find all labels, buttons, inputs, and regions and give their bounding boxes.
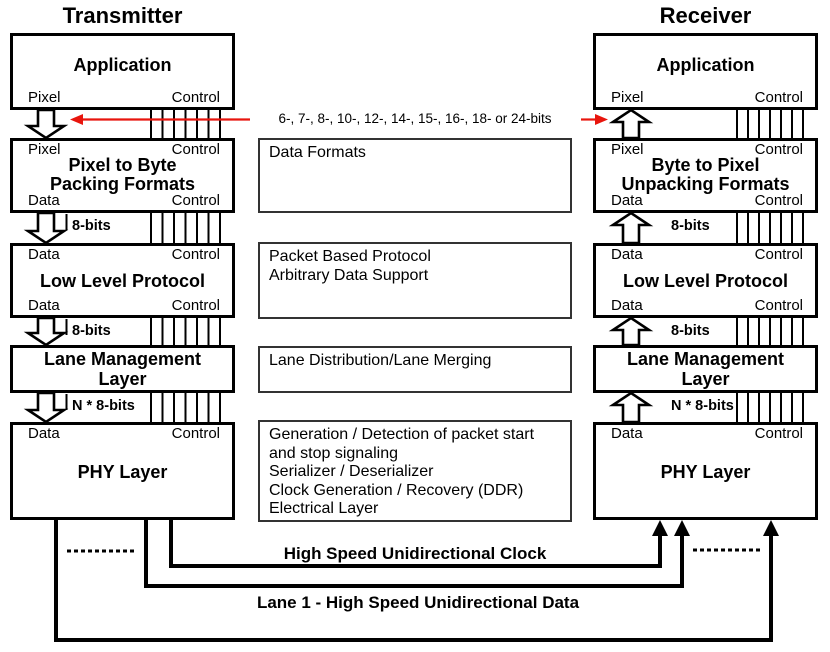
bits-range-arrowhead-right — [595, 114, 608, 125]
box-title: Low Level Protocol — [39, 271, 206, 291]
note-data-formats: Data Formats — [258, 138, 572, 213]
port-label: Data — [28, 246, 60, 263]
port-label: Pixel — [611, 141, 644, 158]
tx-low-level-protocol-box: Data Control Low Level Protocol Data Con… — [10, 243, 235, 318]
rx-control-bus — [736, 318, 804, 345]
port-label: Control — [171, 141, 220, 158]
rx-control-bus — [736, 393, 804, 422]
tx-phy-layer-box: Data Control PHY Layer — [10, 422, 235, 520]
port-label: Data — [28, 297, 60, 314]
port-label: Control — [754, 425, 803, 442]
rx-bus-width-label: 8-bits — [671, 218, 710, 234]
tx-application-box: Application Pixel Control — [10, 33, 235, 110]
tx-control-bus — [150, 318, 221, 345]
receiver-title: Receiver — [659, 3, 752, 28]
port-label: Pixel — [28, 89, 61, 106]
rx-data-up-arrow — [608, 211, 654, 245]
port-label: Control — [754, 297, 803, 314]
rx-low-level-protocol-box: Data Control Low Level Protocol Data Con… — [593, 243, 818, 318]
tx-control-bus — [150, 213, 221, 243]
rx-pixel-up-arrow — [608, 108, 654, 140]
tx-data-down-arrow — [23, 211, 69, 245]
rx-bus-width-label: 8-bits — [671, 323, 710, 339]
box-title: Byte to Pixel Unpacking Formats — [621, 155, 790, 194]
rx-data-up-arrow — [608, 391, 654, 424]
box-title: Lane Management Layer — [43, 349, 202, 389]
rx-application-box: Application Pixel Control — [593, 33, 818, 110]
port-label: Pixel — [28, 141, 61, 158]
port-label: Data — [28, 192, 60, 209]
port-label: Control — [171, 425, 220, 442]
clock-lane-arrowhead — [652, 520, 668, 536]
port-label: Data — [611, 192, 643, 209]
tx-pixel-down-arrow — [23, 108, 69, 140]
port-label: Data — [28, 425, 60, 442]
port-label: Control — [754, 246, 803, 263]
laneN-arrowhead — [763, 520, 779, 536]
box-title: PHY Layer — [660, 462, 751, 482]
port-label: Control — [171, 89, 220, 106]
note-lane-distribution: Lane Distribution/Lane Merging — [258, 346, 572, 393]
clock-lane-label: High Speed Unidirectional Clock — [283, 544, 547, 563]
lane1-arrowhead — [674, 520, 690, 536]
rx-byte-to-pixel-box: Pixel Control Byte to Pixel Unpacking Fo… — [593, 138, 818, 213]
tx-data-down-arrow — [23, 316, 69, 347]
rx-phy-layer-box: Data Control PHY Layer — [593, 422, 818, 520]
port-label: Control — [171, 192, 220, 209]
rx-bus-width-label: N * 8-bits — [671, 398, 734, 414]
port-label: Data — [611, 425, 643, 442]
bits-range-label: 6-, 7-, 8-, 10-, 12-, 14-, 15-, 16-, 18-… — [278, 111, 552, 126]
tx-bus-width-label: 8-bits — [72, 218, 111, 234]
box-title: Application — [656, 55, 755, 75]
transmitter-title: Transmitter — [62, 3, 183, 28]
box-title: PHY Layer — [77, 462, 168, 482]
tx-pixel-to-byte-box: Pixel Control Pixel to Byte Packing Form… — [10, 138, 235, 213]
tx-data-down-arrow — [23, 391, 69, 424]
rx-data-up-arrow — [608, 316, 654, 347]
box-title: Low Level Protocol — [622, 271, 789, 291]
lane1-label: Lane 1 - High Speed Unidirectional Data — [256, 593, 580, 612]
bits-range-arrowhead-left — [70, 114, 83, 125]
port-label: Control — [754, 141, 803, 158]
note-phy-functions: Generation / Detection of packet start a… — [258, 420, 572, 522]
port-label: Control — [754, 192, 803, 209]
tx-bus-width-label: 8-bits — [72, 323, 111, 339]
box-title: Pixel to Byte Packing Formats — [49, 155, 196, 194]
box-title: Application — [73, 55, 172, 75]
port-label: Data — [611, 297, 643, 314]
tx-control-bus — [150, 110, 221, 138]
port-label: Control — [754, 89, 803, 106]
laneN-data-line — [54, 520, 773, 642]
port-label: Pixel — [611, 89, 644, 106]
rx-lane-management-box: Lane Management Layer — [593, 345, 818, 393]
box-title: Lane Management Layer — [626, 349, 785, 389]
tx-lane-management-box: Lane Management Layer — [10, 345, 235, 393]
rx-control-bus — [736, 110, 804, 138]
rx-control-bus — [736, 213, 804, 243]
port-label: Control — [171, 297, 220, 314]
port-label: Control — [171, 246, 220, 263]
tx-bus-width-label: N * 8-bits — [72, 398, 135, 414]
port-label: Data — [611, 246, 643, 263]
note-packet-protocol: Packet Based Protocol Arbitrary Data Sup… — [258, 242, 572, 319]
tx-control-bus — [150, 393, 221, 422]
